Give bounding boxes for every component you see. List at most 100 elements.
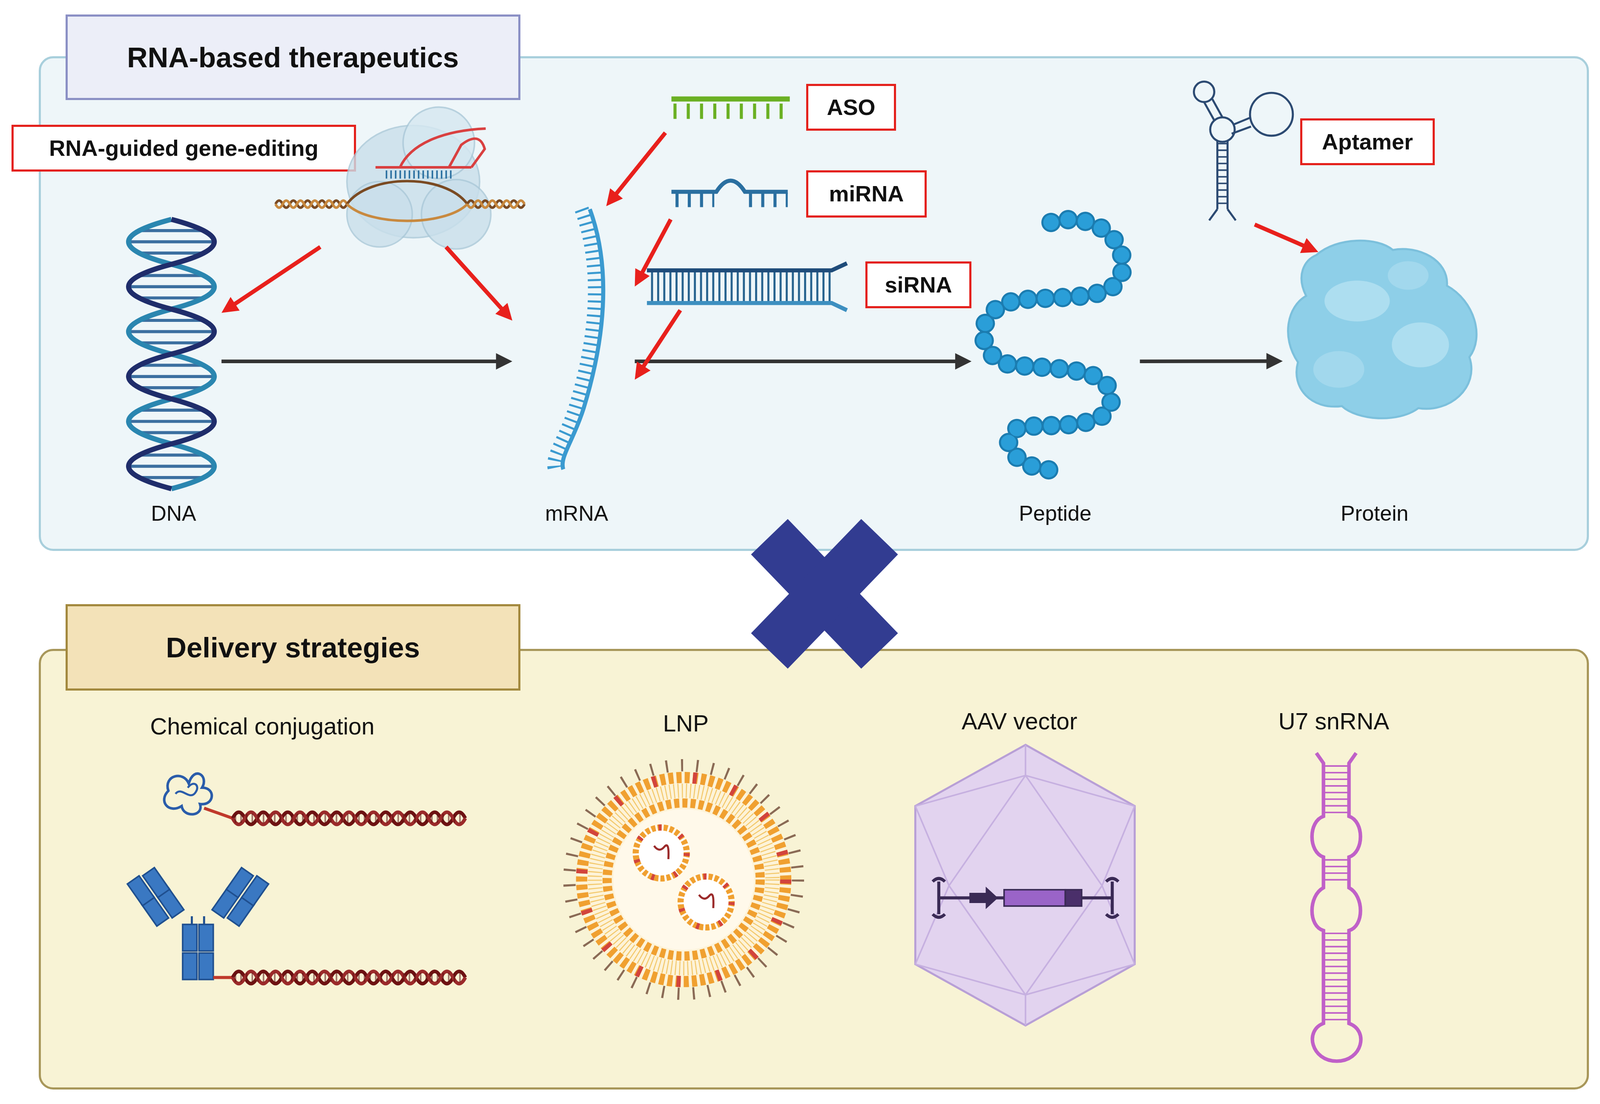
- aptamer-arm: [1231, 117, 1252, 134]
- itr: [1105, 878, 1119, 918]
- linker: [213, 976, 233, 980]
- itr: [932, 878, 946, 918]
- dna-bubble: [347, 203, 468, 222]
- arrow-head: [496, 353, 513, 370]
- lnp-body: [577, 773, 790, 986]
- panel-heading: Delivery strategies: [65, 604, 521, 692]
- therapeutic-label: Aptamer: [1300, 118, 1435, 166]
- connector-line: [640, 219, 671, 276]
- connector-arrow: [1140, 353, 1283, 370]
- protein-node: Protein: [1282, 252, 1492, 528]
- mrna-backbone: [562, 209, 604, 470]
- sirna-strand: [646, 263, 848, 271]
- connector-line: [1254, 224, 1307, 248]
- dna-helix: [128, 219, 215, 489]
- cas-lobe: [421, 179, 492, 250]
- target-dna: [275, 200, 348, 208]
- mrna-bases: [554, 209, 596, 470]
- antibody-domain: [157, 888, 184, 919]
- protein-facet: [1387, 261, 1429, 291]
- connector-line: [1140, 359, 1270, 364]
- connector-arrow: [445, 247, 513, 321]
- transgene: [1004, 890, 1066, 907]
- peptide-ligand: [164, 773, 213, 815]
- therapeutic-label: ASO: [806, 83, 897, 131]
- connector-line: [232, 247, 321, 306]
- aptamer-group: Aptamer: [1185, 81, 1441, 225]
- promoter-arrow: [969, 887, 998, 910]
- molecule-label: Protein: [1323, 496, 1426, 530]
- cross-bar: [769, 537, 880, 652]
- conjugation-node: Chemical conjugation: [124, 706, 472, 997]
- antibody-domain: [198, 953, 214, 980]
- polya: [1065, 890, 1082, 907]
- sirna-duplex: [646, 263, 848, 311]
- molecule-label: DNA: [122, 496, 225, 530]
- dna-rungs: [128, 410, 215, 433]
- connector-line: [614, 132, 666, 197]
- antibody-hinge: [191, 916, 204, 925]
- oligo-helix: [232, 971, 466, 984]
- arrow-head: [1266, 353, 1283, 370]
- cargo-rna: [698, 894, 714, 909]
- strategy-label: Chemical conjugation: [119, 709, 406, 744]
- antibody-domain: [142, 867, 170, 898]
- dna-strand: [128, 219, 215, 489]
- connector-line: [641, 310, 681, 370]
- peg-lipids: [569, 765, 799, 994]
- protein-facet: [1391, 322, 1449, 368]
- delivery-panel: Delivery strategiesChemical conjugationL…: [38, 649, 1589, 1090]
- dna-rungs: [128, 365, 215, 388]
- connector-arrow: [221, 247, 321, 314]
- u7-pairs: [1323, 859, 1350, 886]
- connector-line: [634, 359, 959, 364]
- connector-arrow: [221, 353, 513, 370]
- mirna-group: miRNA: [665, 168, 931, 220]
- panel-heading: RNA-based therapeutics: [65, 14, 521, 101]
- cas-lobe: [402, 107, 475, 179]
- arrow-head: [221, 296, 240, 313]
- aav-capsid: [915, 744, 1135, 1026]
- dna-bubble: [347, 180, 468, 204]
- transgene-cassette: [938, 896, 1112, 900]
- mrna-strand: [554, 209, 604, 470]
- aso-backbone: [671, 96, 790, 102]
- cas-lobe: [347, 125, 480, 239]
- cargo-rna: [654, 845, 669, 859]
- lipid-nanoparticle: [569, 765, 799, 994]
- arrow-head: [495, 303, 513, 321]
- peptide-chain: [983, 219, 1123, 471]
- arrow-head: [634, 361, 651, 380]
- inner-vesicle: [680, 876, 732, 928]
- mirna-bases: [675, 192, 715, 208]
- arrow-head: [955, 353, 972, 370]
- mirna-bases: [749, 192, 788, 208]
- inner-vesicle: [680, 876, 732, 928]
- inner-vesicle: [635, 827, 687, 879]
- target-dna: [275, 200, 348, 208]
- u7-snrna: [1312, 753, 1362, 1062]
- capsid-shell: [915, 744, 1135, 1026]
- dna-node: DNA: [124, 216, 222, 528]
- antibody-domain: [226, 867, 253, 898]
- aptamer-arm: [1203, 98, 1223, 121]
- antibody-domain: [127, 876, 155, 906]
- protein-blob: [1287, 240, 1477, 419]
- lipid-tails: [594, 790, 773, 969]
- arrow-head: [606, 188, 624, 207]
- aptamer-loop: [1249, 92, 1293, 136]
- arrow-head: [634, 268, 650, 287]
- aptamer-loop: [1193, 81, 1215, 103]
- strategy-label: AAV vector: [932, 703, 1106, 739]
- connector-line: [221, 359, 500, 364]
- protein-facet: [1313, 350, 1365, 388]
- antibody-domain: [198, 924, 214, 951]
- combination-cross: [769, 537, 880, 652]
- aso-group: ASO: [665, 81, 900, 133]
- arrow-head: [1300, 238, 1319, 253]
- peptide-bead: [983, 219, 1123, 471]
- target-dna: [467, 200, 525, 208]
- therapeutic-label: RNA-guided gene-editing: [11, 124, 357, 172]
